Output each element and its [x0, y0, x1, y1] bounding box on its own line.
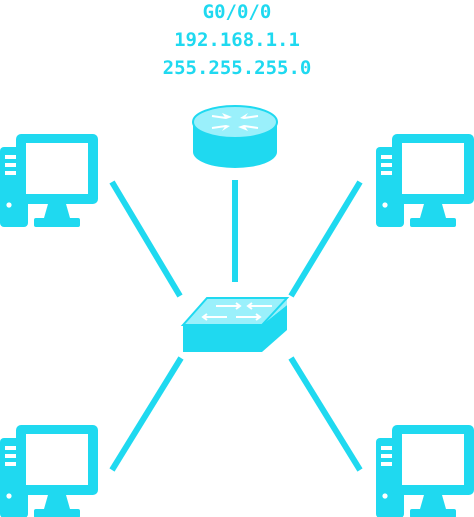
router-mask-label: 255.255.255.0 — [162, 57, 312, 79]
link-pc-bottom-left — [109, 356, 184, 472]
pc-icon-bottom-right[interactable] — [376, 425, 474, 517]
router-ip-label: 192.168.1.1 — [174, 29, 300, 51]
pc-icon-bottom-left[interactable] — [0, 425, 98, 517]
link-pc-top-right — [288, 180, 363, 298]
link-pc-bottom-right — [288, 356, 363, 472]
router-config-labels: G0/0/0 192.168.1.1 255.255.255.0 — [0, 0, 474, 82]
router-interface-label: G0/0/0 — [202, 1, 272, 23]
pc-icon-top-right[interactable] — [376, 134, 474, 227]
switch-icon[interactable] — [180, 297, 290, 352]
pc-icon-top-left[interactable] — [0, 134, 98, 227]
links — [109, 180, 363, 472]
link-pc-top-left — [109, 180, 183, 298]
router-icon[interactable] — [192, 105, 278, 168]
